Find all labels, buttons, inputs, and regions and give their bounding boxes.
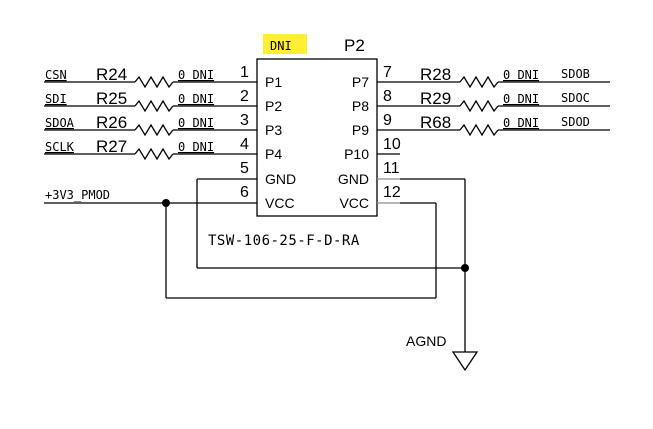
ground-junction-dot [461,264,469,272]
pin-label-p2: P2 [265,98,282,114]
resistor-ref-r25: R25 [96,89,127,108]
resistor-value-r29: 0 DNI [503,92,539,106]
connector-designator: P2 [344,36,365,55]
power-net: +3V3_PMOD [44,188,437,299]
ground-net-label: AGND [406,333,446,349]
pin-number-12: 12 [383,184,401,201]
net-label-sdoa: SDOA [45,116,75,130]
pin-label-p10: P10 [344,146,369,162]
pin-label-p7: P7 [352,74,369,90]
pin-label-p3: P3 [265,122,282,138]
resistor-ref-r24: R24 [96,65,127,84]
pin-label-gnd-left: GND [265,171,296,187]
resistor-ref-r26: R26 [96,113,127,132]
resistor-value-r28: 0 DNI [503,68,539,82]
pin-number-3: 3 [240,112,249,129]
resistor-ref-r68: R68 [420,113,451,132]
left-signal-row-sclk: SCLK R27 0 DNI [44,137,257,161]
pin-number-5: 5 [240,160,249,177]
dni-highlight [263,34,307,54]
resistor-ref-r29: R29 [420,89,451,108]
right-signal-row-sdoc: R29 0 DNI SDOC [377,89,610,113]
pin-number-7: 7 [383,64,392,81]
left-signal-row-csn: CSN R24 0 DNI [44,65,257,89]
pin-number-1: 1 [240,64,249,81]
pin-label-p9: P9 [352,122,369,138]
resistor-value-r25: 0 DNI [178,92,214,106]
net-label-csn: CSN [45,68,67,82]
pin-label-vcc-left: VCC [265,195,295,211]
pin-number-9: 9 [383,112,392,129]
resistor-value-r24: 0 DNI [178,68,214,82]
pin-label-p8: P8 [352,98,369,114]
resistor-value-r27: 0 DNI [178,140,214,154]
connector-part-number: TSW-106-25-F-D-RA [208,233,360,249]
resistor-ref-r27: R27 [96,137,127,156]
pin-number-8: 8 [383,88,392,105]
pin-number-10: 10 [383,136,401,153]
pin-label-p4: P4 [265,146,282,162]
connector-body [256,58,378,217]
pin-number-4: 4 [240,136,249,153]
net-label-sdoc: SDOC [561,91,590,105]
pin-number-2: 2 [240,88,249,105]
pin-label-gnd-right: GND [338,171,369,187]
pin-label-vcc-right: VCC [339,195,369,211]
net-label-sdi: SDI [45,92,67,106]
left-signal-row-sdoa: SDOA R26 0 DNI [44,113,257,137]
right-signal-row-sdob: R28 0 DNI SDOB [377,65,610,89]
power-net-label: +3V3_PMOD [45,188,110,202]
right-signal-row-sdod: R68 0 DNI SDOD [377,113,610,137]
ground-net: AGND [196,178,479,372]
ground-symbol-icon [451,351,479,372]
dni-tag: DNI [270,39,292,53]
pin-number-6: 6 [240,184,249,201]
resistor-value-r68: 0 DNI [503,116,539,130]
net-label-sdob: SDOB [561,67,590,81]
resistor-value-r26: 0 DNI [178,116,214,130]
net-label-sdod: SDOD [561,115,590,129]
net-label-sclk: SCLK [45,140,75,154]
pin-number-11: 11 [383,160,400,177]
resistor-ref-r28: R28 [420,65,451,84]
left-signal-row-sdi: SDI R25 0 DNI [44,89,257,113]
pin-label-p1: P1 [265,74,282,90]
